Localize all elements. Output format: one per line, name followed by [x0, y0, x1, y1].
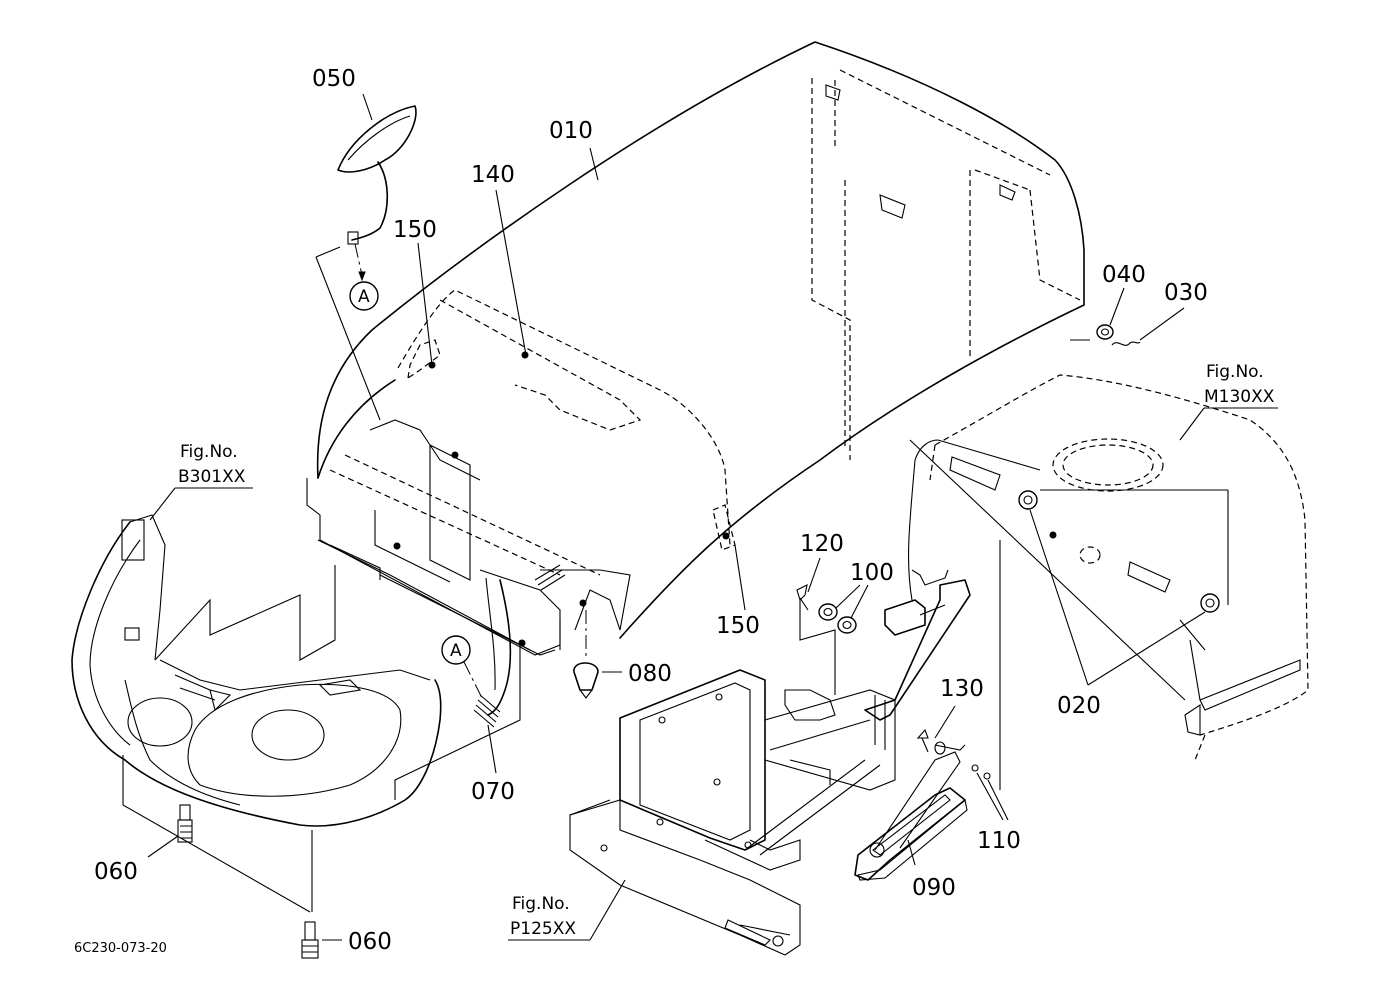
washers-pins	[796, 439, 1186, 790]
drawing-code: 6C230-073-20	[74, 941, 167, 956]
front-grille	[71, 514, 442, 827]
fig-ref-p125-code: P125XX	[510, 919, 576, 939]
callout-labels: 010 020 030 040 050 060 060 070 080 090 …	[94, 66, 1208, 955]
fig-ref-m130-title: Fig.No.	[1206, 362, 1264, 382]
callout-130: 130	[940, 676, 984, 702]
callout-020: 020	[1057, 693, 1101, 719]
grille-reference-lines	[154, 565, 521, 800]
callout-110: 110	[977, 828, 1021, 854]
callout-070: 070	[471, 779, 515, 805]
callout-140: 140	[471, 162, 515, 188]
spring-cable	[441, 577, 512, 728]
callout-100: 100	[850, 560, 894, 586]
callout-060a: 060	[94, 859, 138, 885]
hood-fasteners	[1070, 324, 1141, 346]
fig-ref-b301-code: B301XX	[178, 467, 246, 487]
support-frame	[569, 600, 896, 956]
detail-markers: A A	[358, 287, 462, 661]
hinge-arm	[864, 579, 971, 721]
mirror	[315, 105, 417, 421]
fig-ref-p125-title: Fig.No.	[512, 894, 570, 914]
callout-120: 120	[800, 531, 844, 557]
fig-ref-m130-code: M130XX	[1204, 387, 1275, 407]
callout-030: 030	[1164, 280, 1208, 306]
callout-040: 040	[1102, 262, 1146, 288]
hood-bracket-frame	[306, 419, 631, 656]
figure-references: Fig.No. B301XX Fig.No. M130XX Fig.No. P1…	[178, 362, 1275, 939]
callout-150b: 150	[716, 613, 760, 639]
bolts	[122, 755, 319, 959]
callout-010: 010	[549, 118, 593, 144]
callout-150a: 150	[393, 217, 437, 243]
callout-090: 090	[912, 875, 956, 901]
detail-marker-a-1: A	[358, 287, 370, 307]
hinge-bracket	[854, 744, 968, 881]
rubber-stop	[573, 610, 599, 699]
fig-ref-b301-title: Fig.No.	[180, 442, 238, 462]
fuel-tank-cover	[908, 374, 1309, 761]
hood-panel	[316, 41, 1085, 639]
callout-080: 080	[628, 661, 672, 687]
callout-050: 050	[312, 66, 356, 92]
callout-060b: 060	[348, 929, 392, 955]
detail-marker-a-2: A	[450, 641, 462, 661]
leader-lines	[147, 93, 1278, 941]
